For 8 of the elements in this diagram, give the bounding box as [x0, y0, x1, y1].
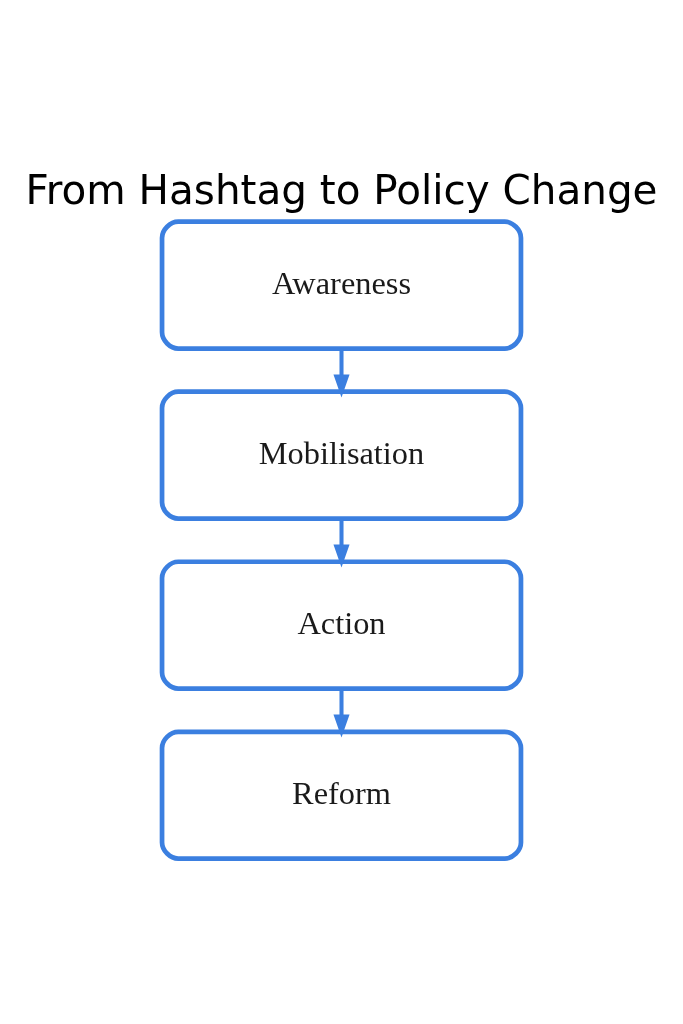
node-box: Reform	[159, 728, 524, 861]
node-box: Action	[159, 558, 524, 691]
node-box: Awareness	[159, 218, 524, 351]
node-box: Mobilisation	[159, 388, 524, 521]
diagram-title: From Hashtag to Policy Change	[25, 165, 658, 214]
arrow	[333, 518, 350, 568]
arrow	[333, 688, 350, 738]
arrow	[333, 348, 350, 398]
